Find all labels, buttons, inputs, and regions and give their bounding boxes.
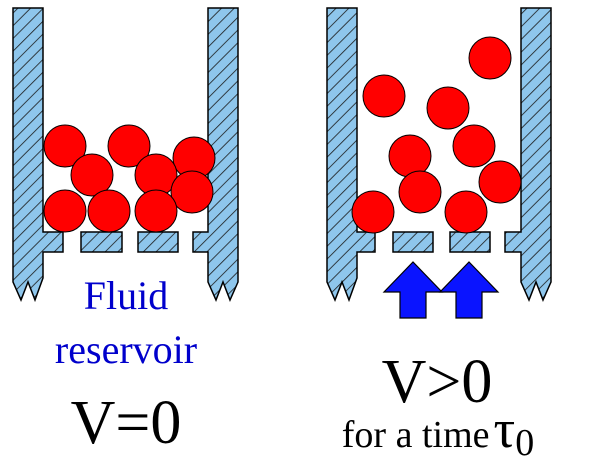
tau-symbol: τ	[494, 399, 516, 458]
duration-label: for a timeτ0	[342, 399, 534, 458]
particle	[87, 189, 131, 233]
flow-arrow-up-icon	[438, 261, 500, 319]
right-container-wall-right	[504, 7, 552, 302]
left-container-floor-segment	[137, 231, 179, 253]
left-velocity-label: V=0	[71, 389, 182, 457]
particle	[426, 86, 470, 130]
particle	[43, 124, 87, 168]
particle	[362, 74, 406, 118]
duration-text: for a time	[342, 414, 490, 456]
fluid-caption-line1: Fluid	[84, 273, 168, 318]
particle	[70, 153, 114, 197]
particle	[351, 190, 395, 234]
particle	[170, 170, 214, 214]
particle	[107, 124, 151, 168]
particle	[398, 170, 442, 214]
right-container-floor-segment	[392, 231, 434, 253]
right-container	[326, 7, 552, 319]
particle	[468, 36, 512, 80]
left-container-wall-right	[192, 7, 239, 302]
particle	[444, 190, 488, 234]
particle	[452, 124, 496, 168]
left-container-wall-left	[12, 7, 64, 303]
particle	[43, 189, 87, 233]
tau-subscript: 0	[515, 422, 534, 458]
right-container-floor-segment	[449, 231, 491, 253]
left-container-floor-segment	[80, 231, 123, 253]
left-container	[12, 7, 239, 303]
right-velocity-label: V>0	[382, 348, 493, 416]
particle	[478, 160, 522, 204]
fluid-caption-line2: reservoir	[55, 327, 197, 372]
particle	[388, 134, 432, 178]
particle	[134, 189, 178, 233]
flow-arrow-up-icon	[382, 261, 444, 319]
right-container-wall-left	[326, 7, 376, 303]
